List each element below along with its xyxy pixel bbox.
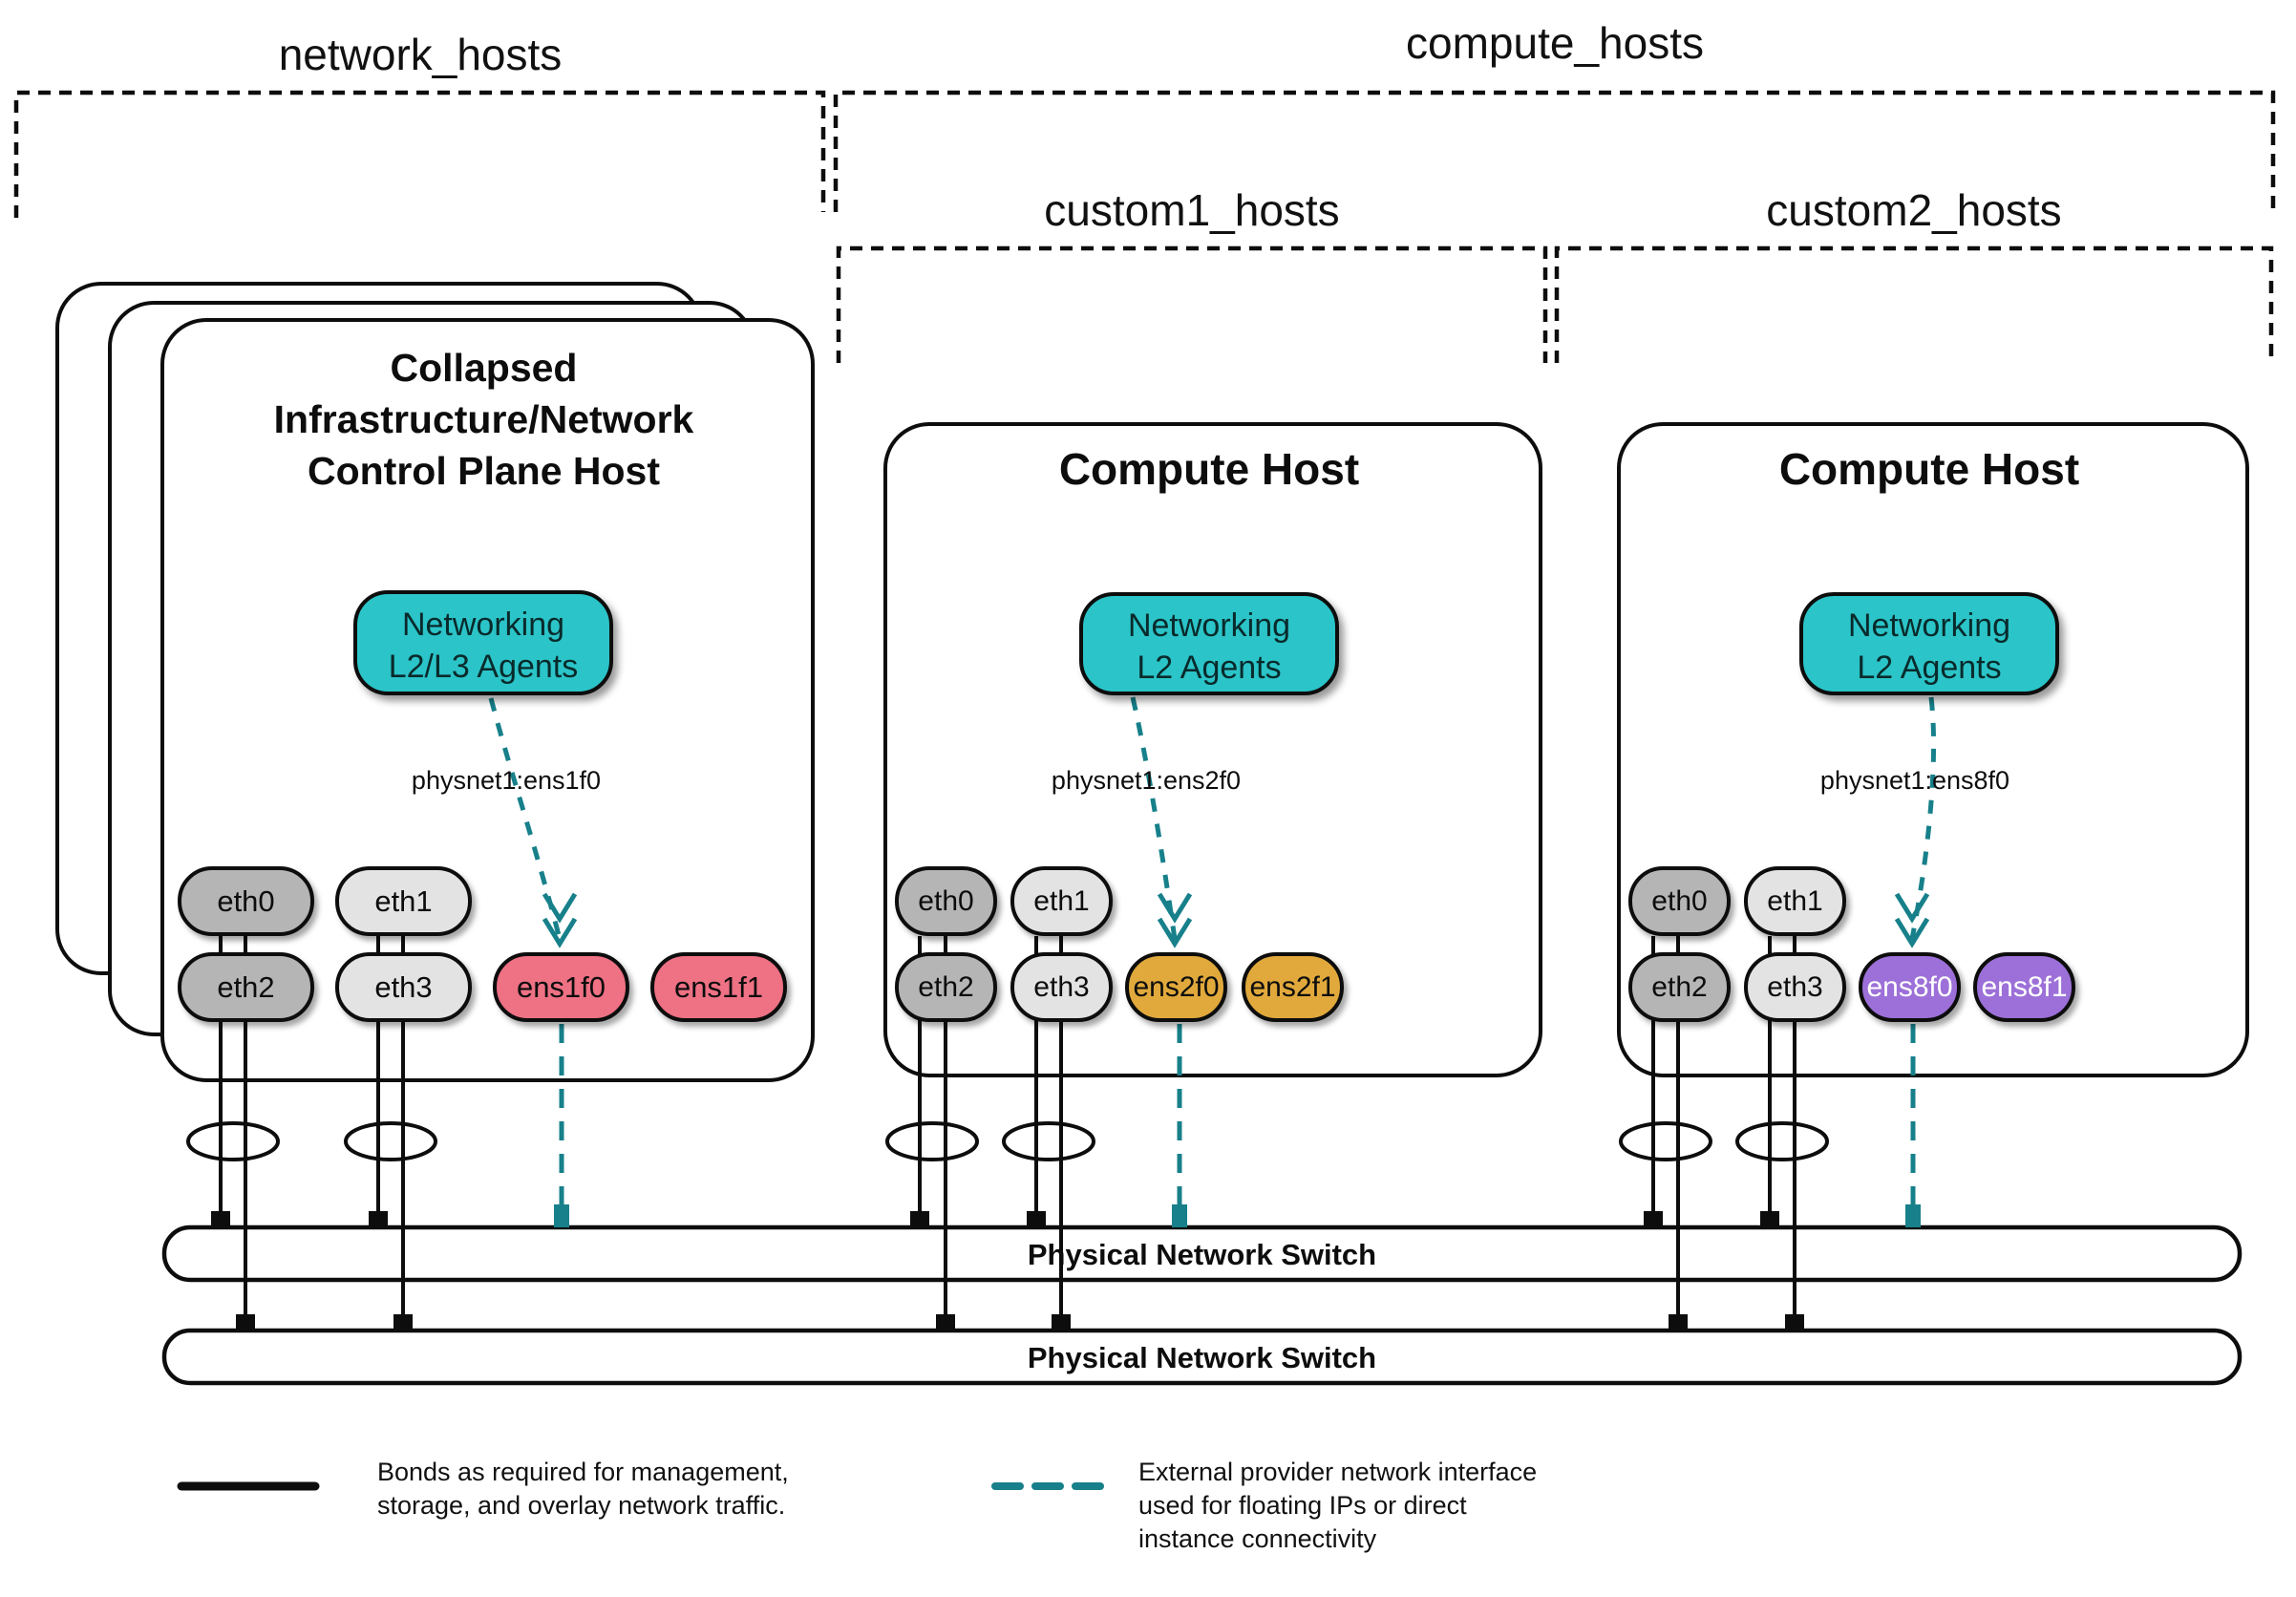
compute-host-2-title: Compute Host bbox=[1617, 443, 2242, 495]
nic-pill-eth1: eth1 bbox=[335, 866, 472, 936]
physnet-label-compute-1: physnet1:ens2f0 bbox=[1051, 766, 1242, 795]
provider-port-squares bbox=[554, 1204, 1921, 1227]
compute-host-1-title: Compute Host bbox=[883, 443, 1535, 495]
legend-line: Bonds as required for management, bbox=[377, 1458, 789, 1486]
nic-pill-eth0: eth0 bbox=[895, 866, 997, 936]
nic-pill-eth3: eth3 bbox=[335, 952, 472, 1022]
physical-switch-2-label: Physical Network Switch bbox=[1027, 1341, 1377, 1374]
nic-pill-eth1: eth1 bbox=[1744, 866, 1846, 936]
nic-pill-ens1f0: ens1f0 bbox=[493, 952, 629, 1022]
control-plane-host-title: Collapsed Infrastructure/Network Control… bbox=[160, 342, 807, 497]
group-label-custom2-hosts: custom2_hosts bbox=[1766, 185, 2062, 235]
badge-line: Networking bbox=[1847, 607, 2011, 644]
physnet-label-control-plane: physnet1:ens1f0 bbox=[411, 766, 602, 795]
physical-switch-2-bar bbox=[161, 1328, 2243, 1386]
group-label-custom1-hosts: custom1_hosts bbox=[1044, 185, 1340, 235]
nic-pill-eth1: eth1 bbox=[1010, 866, 1113, 936]
legend-line: storage, and overlay network traffic. bbox=[377, 1491, 786, 1520]
networking-agents-badge-control-plane: Networking L2/L3 Agents bbox=[353, 590, 613, 695]
nic-pill-eth2: eth2 bbox=[895, 952, 997, 1022]
provider-network-drops bbox=[559, 1024, 1916, 1225]
nic-pill-ens1f1: ens1f1 bbox=[650, 952, 787, 1022]
title-line: Compute Host bbox=[1058, 444, 1360, 494]
legend-bonds-text: Bonds as required for management, storag… bbox=[377, 1456, 789, 1522]
nic-pill-eth0: eth0 bbox=[178, 866, 314, 936]
title-line: Control Plane Host bbox=[307, 449, 661, 493]
group-label-network-hosts: network_hosts bbox=[278, 30, 563, 79]
legend-provider-text: External provider network interface used… bbox=[1138, 1456, 1537, 1556]
networking-agents-badge-compute-2: Networking L2 Agents bbox=[1799, 592, 2059, 695]
legend-line: External provider network interface bbox=[1138, 1458, 1538, 1486]
group-label-compute-hosts: compute_hosts bbox=[1406, 18, 1704, 68]
legend-line: used for floating IPs or direct bbox=[1138, 1491, 1467, 1520]
badge-line: L2 Agents bbox=[1857, 649, 2002, 686]
nic-pill-eth2: eth2 bbox=[178, 952, 314, 1022]
nic-pill-eth0: eth0 bbox=[1628, 866, 1731, 936]
badge-line: Networking bbox=[401, 607, 565, 643]
nic-pill-ens8f0: ens8f0 bbox=[1859, 952, 1961, 1022]
custom1-hosts-bracket bbox=[836, 245, 1548, 363]
bond-ellipse-icons bbox=[186, 1121, 1829, 1161]
physnet-label-compute-2: physnet1:ens8f0 bbox=[1819, 766, 2010, 795]
physical-switch-1-label: Physical Network Switch bbox=[1027, 1238, 1377, 1271]
nic-pill-eth3: eth3 bbox=[1744, 952, 1846, 1022]
badge-line: L2 Agents bbox=[1137, 649, 1282, 686]
legend-line: instance connectivity bbox=[1138, 1524, 1377, 1553]
badge-line: L2/L3 Agents bbox=[388, 649, 579, 685]
title-line: Compute Host bbox=[1778, 444, 2080, 494]
switch-port-squares bbox=[211, 1211, 1804, 1331]
title-line: Infrastructure/Network bbox=[273, 397, 694, 441]
provider-arrowhead-icons bbox=[542, 892, 1930, 948]
title-line: Collapsed bbox=[390, 346, 578, 390]
nic-pill-ens2f0: ens2f0 bbox=[1125, 952, 1227, 1022]
networking-agents-badge-compute-1: Networking L2 Agents bbox=[1079, 592, 1339, 695]
physical-switch-1-bar bbox=[161, 1224, 2243, 1283]
nic-pill-ens2f1: ens2f1 bbox=[1242, 952, 1344, 1022]
nic-pill-ens8f1: ens8f1 bbox=[1973, 952, 2075, 1022]
custom2-hosts-bracket bbox=[1554, 245, 2274, 363]
network-hosts-bracket bbox=[13, 90, 826, 218]
nic-pill-eth2: eth2 bbox=[1628, 952, 1731, 1022]
badge-line: Networking bbox=[1127, 607, 1291, 644]
nic-pill-eth3: eth3 bbox=[1010, 952, 1113, 1022]
